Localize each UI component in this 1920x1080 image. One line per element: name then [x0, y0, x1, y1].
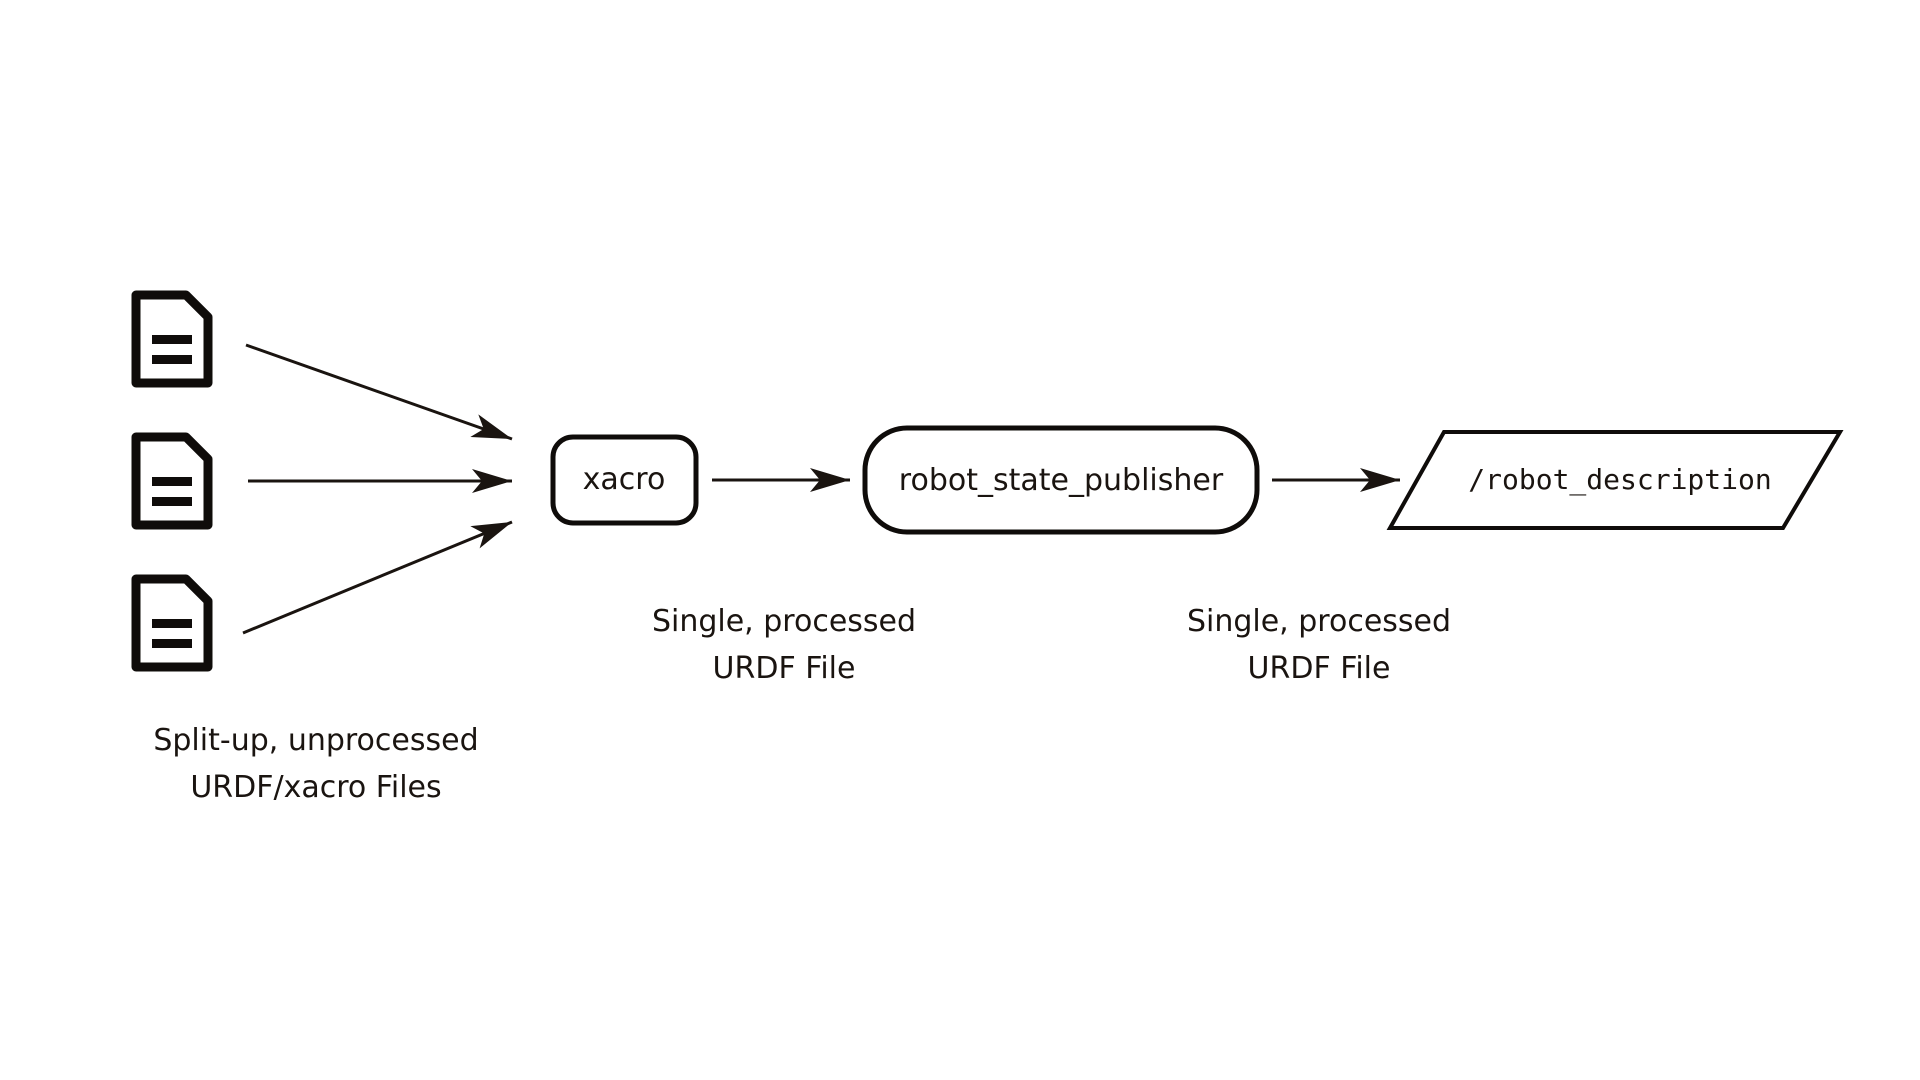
publisher-output-caption: Single, processed URDF File: [1187, 604, 1451, 686]
xacro-label: xacro: [583, 462, 666, 497]
caption-line: URDF File: [1248, 651, 1391, 686]
robot-state-publisher-node: robot_state_publisher: [862, 425, 1260, 535]
robot-description-topic: /robot_description: [1386, 430, 1844, 530]
xacro-node: xacro: [550, 434, 699, 526]
source-files-caption: Split-up, unprocessed URDF/xacro Files: [153, 723, 478, 805]
caption-line: URDF/xacro Files: [190, 770, 441, 805]
caption-line: Single, processed: [1187, 604, 1451, 639]
xacro-output-caption: Single, processed URDF File: [652, 604, 916, 686]
caption-line: Split-up, unprocessed: [153, 723, 478, 758]
robot-description-label: /robot_description: [1468, 463, 1771, 497]
robot-state-publisher-label: robot_state_publisher: [899, 463, 1224, 498]
file-icon: [136, 295, 208, 383]
caption-line: URDF File: [713, 651, 856, 686]
arrow-file1-to-xacro: [245, 343, 513, 441]
caption-line: Single, processed: [652, 604, 916, 639]
file-icon: [136, 437, 208, 525]
arrow-file3-to-xacro: [242, 520, 513, 635]
file-icon: [136, 579, 208, 667]
